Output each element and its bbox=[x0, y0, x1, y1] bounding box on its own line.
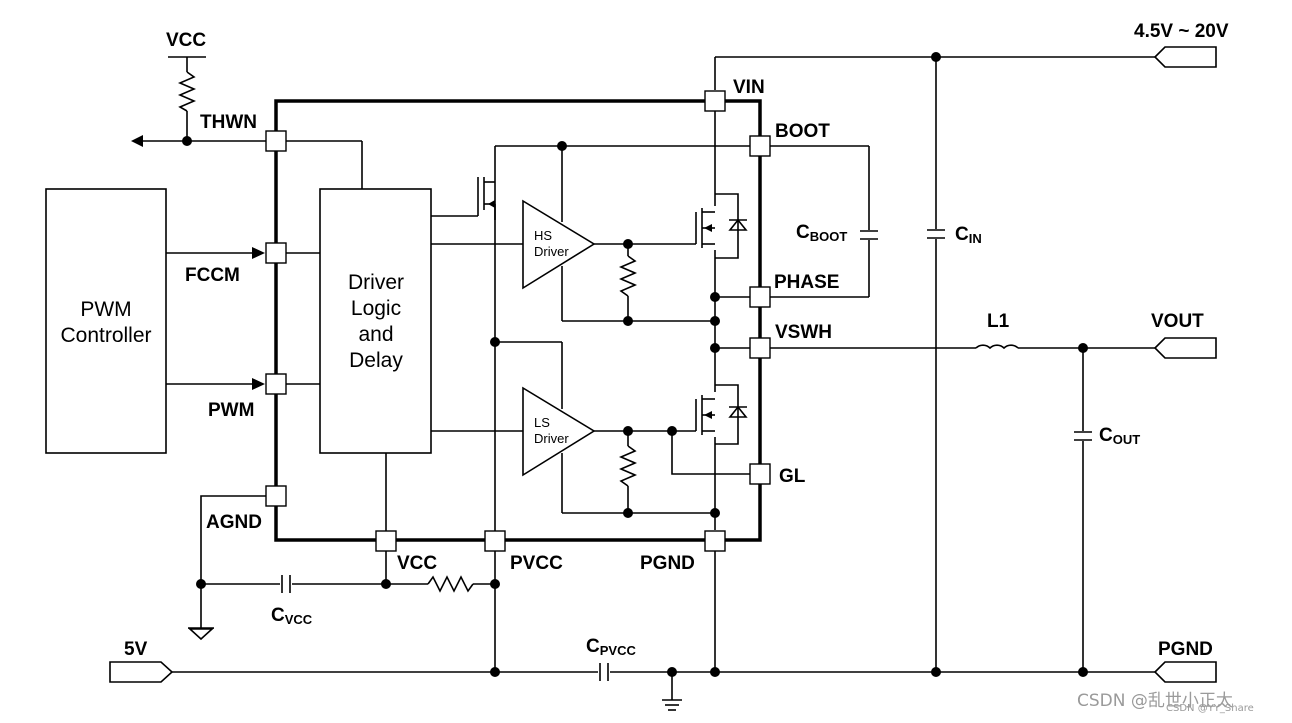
driver-logic-label-1: Driver bbox=[348, 271, 404, 294]
pwm-controller-label-1: PWM bbox=[80, 298, 131, 321]
driver-logic-label-3: and bbox=[358, 323, 393, 346]
label-cvcc: CVCC bbox=[271, 605, 313, 627]
junction-dots bbox=[182, 52, 1088, 677]
label-pwm: PWM bbox=[208, 400, 254, 421]
label-fccm: FCCM bbox=[185, 265, 240, 286]
label-vswh: VSWH bbox=[775, 322, 832, 343]
label-phase: PHASE bbox=[774, 272, 839, 293]
ic-pins bbox=[265, 90, 771, 552]
label-vin: VIN bbox=[733, 77, 765, 98]
label-pgnd-pin: PGND bbox=[640, 553, 695, 574]
label-agnd: AGND bbox=[206, 512, 262, 533]
label-pvcc: PVCC bbox=[510, 553, 563, 574]
watermark: CSDN @乱世小正太 bbox=[1077, 691, 1233, 711]
label-vcc-pin: VCC bbox=[397, 553, 437, 574]
pwm-controller-block bbox=[45, 188, 167, 454]
driver-logic-label-2: Logic bbox=[351, 297, 401, 320]
label-cin: CIN bbox=[955, 224, 982, 246]
hs-driver-label-1: HS bbox=[534, 228, 552, 243]
pwm-controller-label-2: Controller bbox=[60, 324, 151, 347]
ls-driver-label-2: Driver bbox=[534, 431, 569, 446]
watermark-overlay: CSDN @YY_Share bbox=[1166, 703, 1254, 714]
driver-logic-label-4: Delay bbox=[349, 349, 403, 372]
label-5v: 5V bbox=[124, 639, 148, 660]
label-boot: BOOT bbox=[775, 121, 830, 142]
label-vout: VOUT bbox=[1151, 311, 1204, 332]
label-vcc-top: VCC bbox=[166, 30, 206, 51]
label-gl: GL bbox=[779, 466, 806, 487]
wires bbox=[109, 46, 1217, 711]
label-thwn: THWN bbox=[200, 112, 257, 133]
ic-outline bbox=[274, 99, 762, 542]
label-pgnd-right: PGND bbox=[1158, 639, 1213, 660]
label-l1: L1 bbox=[987, 311, 1010, 332]
label-cboot: CBOOT bbox=[796, 222, 847, 244]
ls-driver-label-1: LS bbox=[534, 415, 550, 430]
label-cpvcc: CPVCC bbox=[586, 636, 636, 658]
label-vin-range: 4.5V ~ 20V bbox=[1134, 21, 1229, 42]
hs-driver-label-2: Driver bbox=[534, 244, 569, 259]
driver-logic-block bbox=[319, 188, 432, 454]
label-cout: COUT bbox=[1099, 425, 1140, 447]
